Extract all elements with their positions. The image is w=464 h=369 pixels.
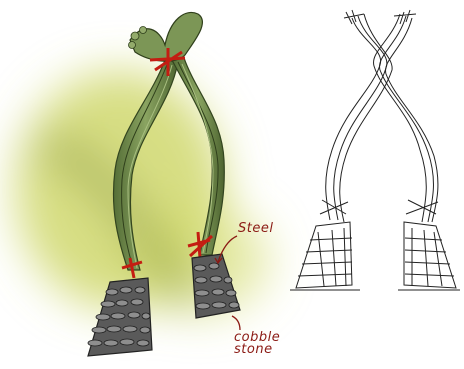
annotation-steel: Steel — [238, 223, 273, 235]
lineart-arch — [290, 10, 460, 290]
annotation-cobble-stone: cobble stone — [234, 332, 294, 356]
